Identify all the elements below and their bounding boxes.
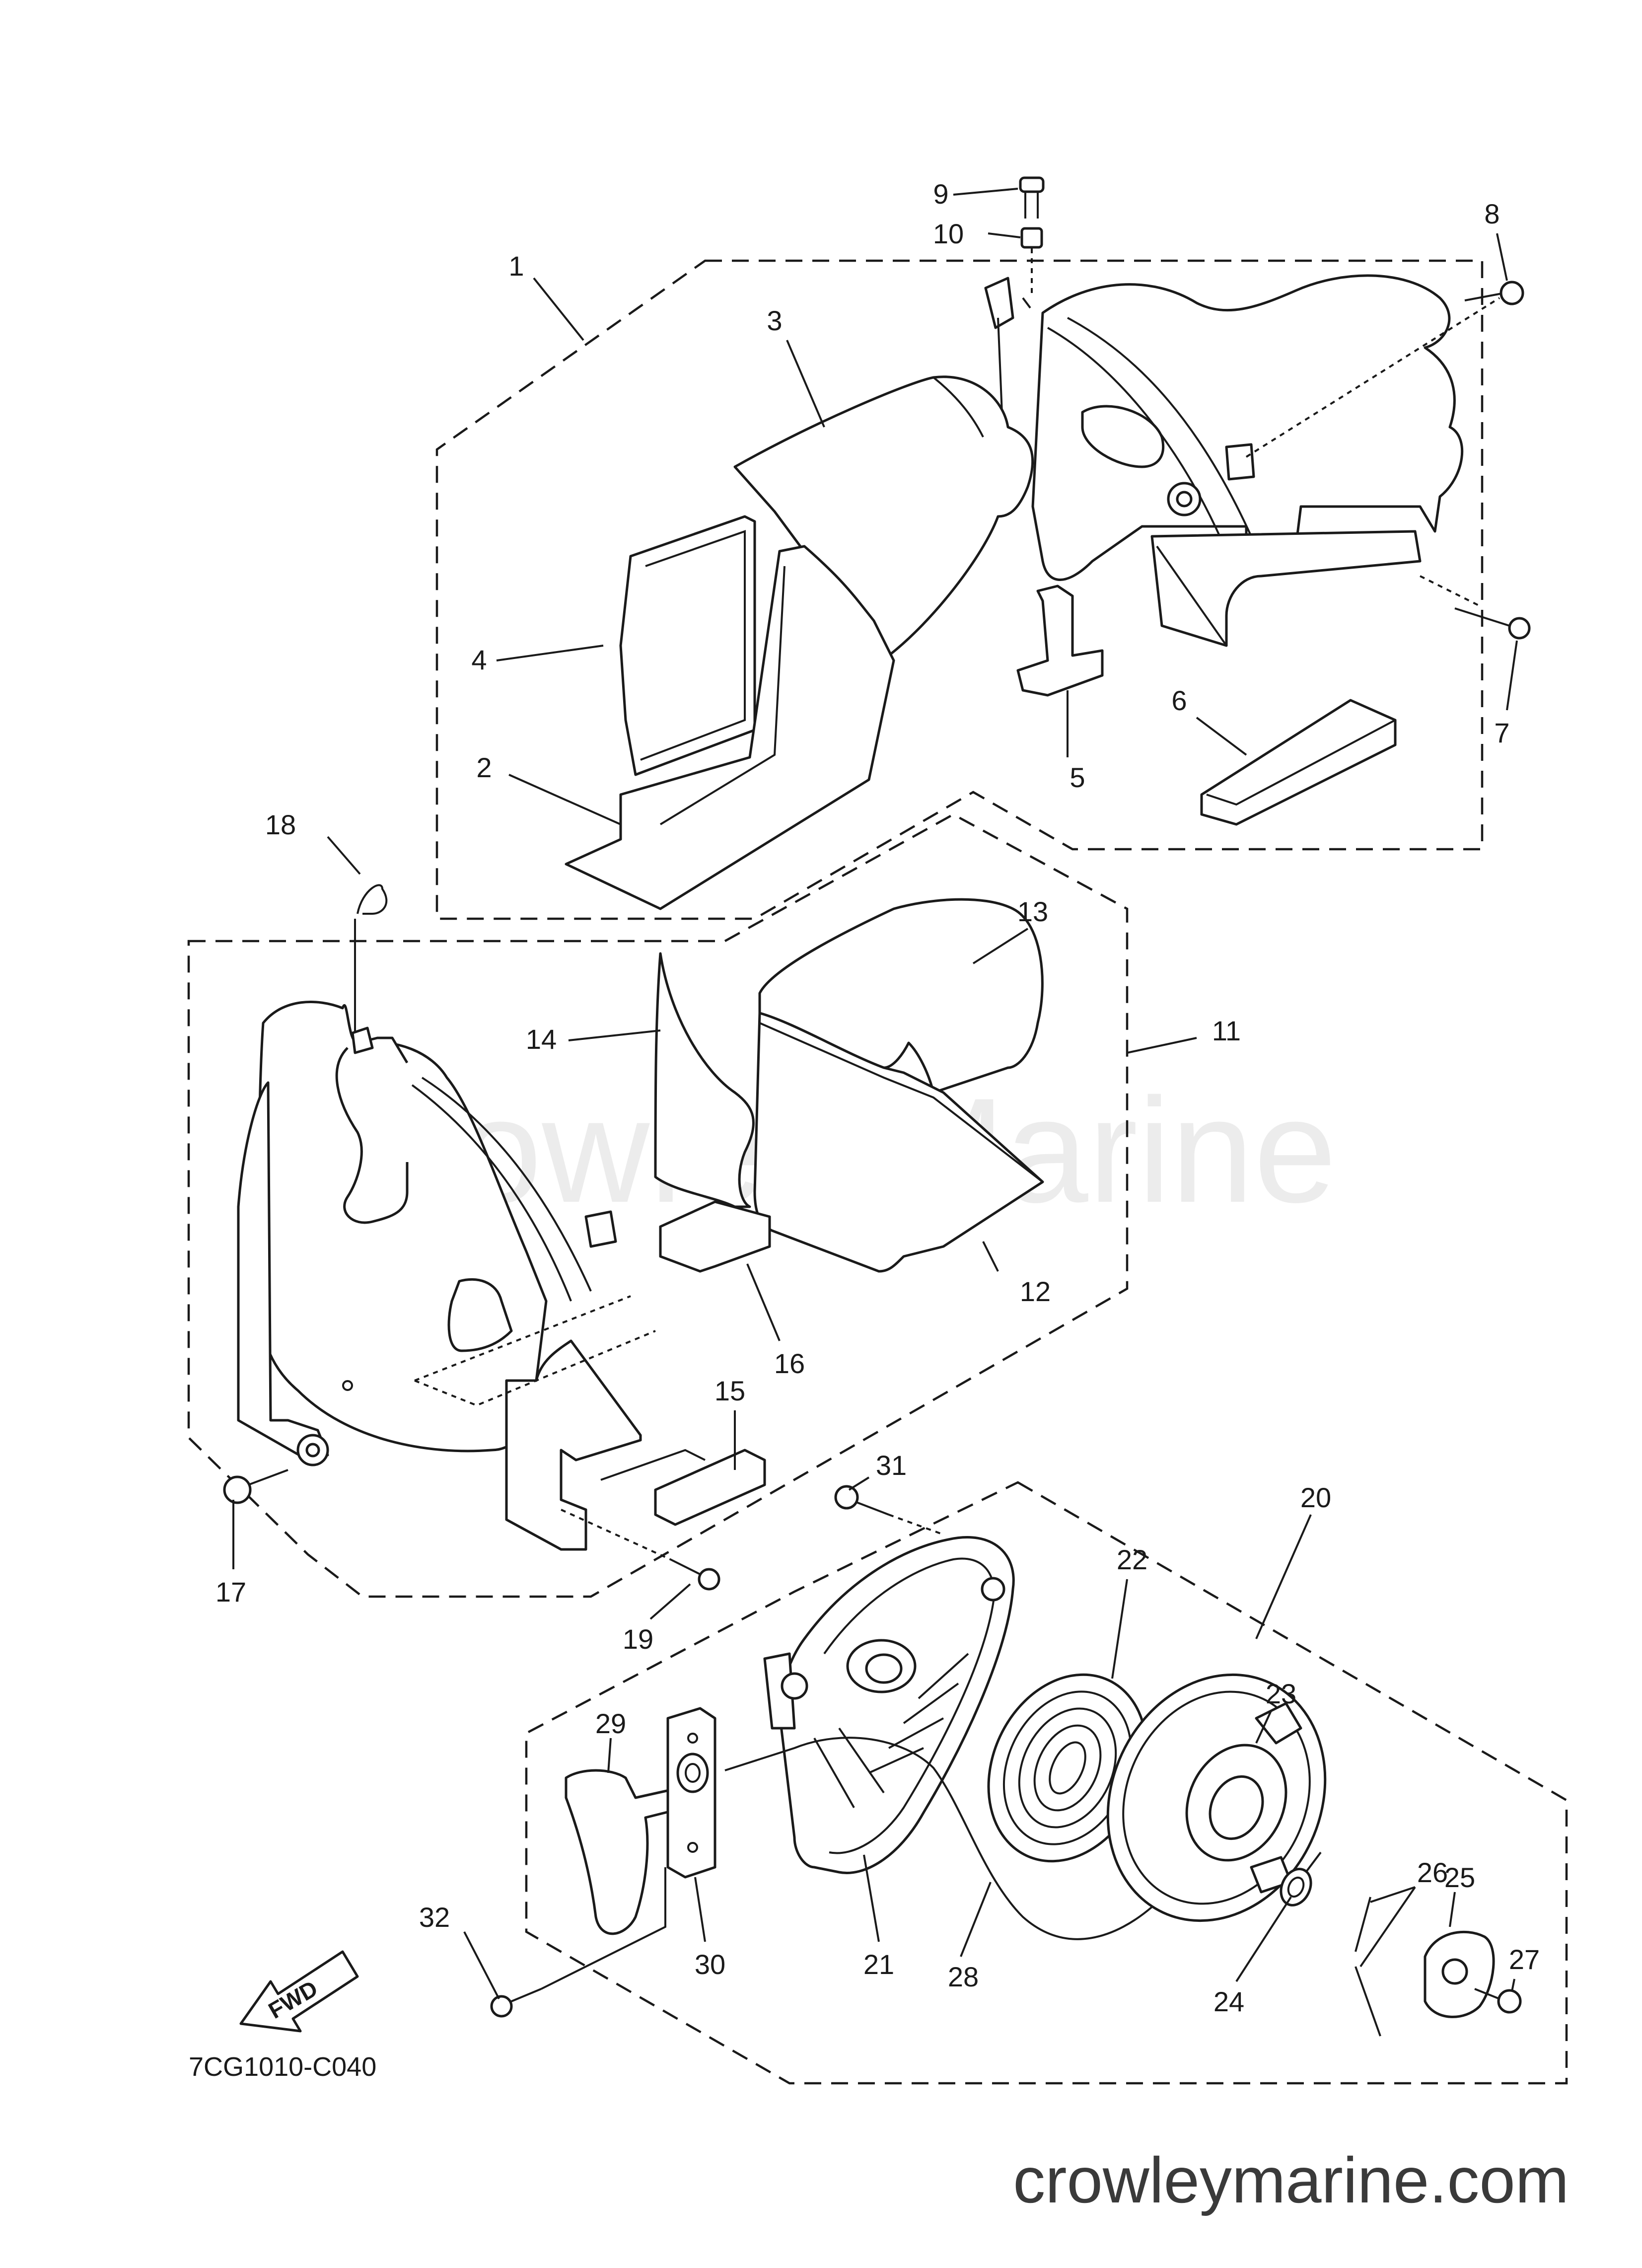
- callout-1: 1: [508, 250, 524, 282]
- part-7-dotted-line: [1420, 575, 1480, 607]
- part-19-line: [561, 1509, 671, 1560]
- callout-13: 13: [1017, 896, 1048, 927]
- callout-21: 21: [863, 1949, 894, 1980]
- callout-18: 18: [265, 809, 296, 840]
- part-4-edge: [640, 530, 746, 761]
- callout-7: 7: [1494, 717, 1509, 748]
- callout-24: 24: [1214, 1986, 1244, 2017]
- leader-lines: [232, 188, 1518, 1999]
- callout-22: 22: [1117, 1544, 1147, 1575]
- part-18-clip: [357, 884, 388, 915]
- callout-5: 5: [1070, 762, 1085, 793]
- part-28-rope: [724, 1737, 1153, 1940]
- part-15-block: [654, 1449, 766, 1526]
- part-1-cover: [984, 274, 1464, 647]
- part-19-screw: [670, 1558, 720, 1591]
- callout-16: 16: [774, 1348, 805, 1379]
- part-4-shield: [619, 515, 756, 776]
- site-url: crowleymarine.com: [1013, 2144, 1569, 2216]
- part-8-dotted-line: [1245, 297, 1500, 458]
- part-24-spring: [1280, 1851, 1322, 1906]
- callout-10: 10: [933, 218, 964, 249]
- callout-4: 4: [471, 644, 487, 675]
- callout-8: 8: [1484, 198, 1499, 229]
- callout-25: 25: [1444, 1862, 1475, 1893]
- callout-15: 15: [714, 1375, 745, 1406]
- callout-26: 26: [1417, 1857, 1448, 1888]
- callout-17: 17: [215, 1576, 246, 1608]
- part-2-edge: [659, 566, 785, 825]
- part-26-pin-a: [1355, 1897, 1371, 1952]
- part-17-bolt: [223, 1469, 288, 1504]
- part-21-housing: [763, 1536, 1015, 1874]
- part-6-edge: [1206, 719, 1396, 806]
- part-10-collar: [1020, 227, 1043, 249]
- callout-6: 6: [1171, 685, 1187, 716]
- part-14-panel: [654, 952, 755, 1208]
- callout-20: 20: [1300, 1482, 1331, 1513]
- part-25-pawl: [1424, 1930, 1495, 2018]
- callout-9: 9: [933, 178, 948, 210]
- assembly-outline-upper: [435, 259, 1484, 920]
- part-5-block: [1016, 585, 1104, 697]
- part-3-fold: [932, 376, 984, 438]
- callout-3: 3: [767, 305, 782, 336]
- part-6-pad: [1200, 699, 1397, 826]
- callout-28: 28: [948, 1961, 979, 1992]
- assembly-outline-starter: [525, 1481, 1568, 2085]
- part-3-panel: [733, 375, 1034, 657]
- callout-30: 30: [695, 1949, 725, 1980]
- callout-31: 31: [876, 1450, 907, 1481]
- part-7-screw: [1454, 607, 1531, 640]
- part-2-plate: [565, 545, 895, 910]
- fwd-arrow-icon: FWD: [239, 1950, 359, 2033]
- callouts: 1 2 3 4 5 6 7 8 9 10 11 12 13 14 15 16 1…: [215, 178, 1540, 2017]
- part-16-block: [659, 1200, 771, 1273]
- callout-14: 14: [526, 1024, 557, 1055]
- callout-2: 2: [476, 752, 492, 783]
- part-23-pulley: [1106, 1673, 1327, 1922]
- callout-29: 29: [595, 1708, 626, 1739]
- part-12-edge: [759, 1022, 1044, 1183]
- part-32-line: [541, 1867, 666, 1990]
- part-27-screw: [1474, 1988, 1522, 2014]
- callout-32: 32: [419, 1902, 450, 1933]
- part-32-screw: [490, 1988, 542, 2018]
- part-31-bolt: [834, 1485, 889, 1516]
- callout-27: 27: [1509, 1944, 1540, 1975]
- callout-12: 12: [1020, 1276, 1051, 1307]
- diagram-code: 7CG1010-C040: [189, 2052, 376, 2082]
- part-11-cover: [237, 1001, 656, 1551]
- callout-11: 11: [1212, 1015, 1241, 1046]
- part-26-pin-b: [1355, 1966, 1381, 2037]
- part-8-bolt: [1464, 281, 1524, 305]
- callout-23: 23: [1266, 1678, 1296, 1709]
- part-15-ghost: [600, 1449, 706, 1481]
- part-9-screw: [1019, 176, 1045, 219]
- part-29-handle: [565, 1769, 687, 1935]
- part-30-guide: [666, 1707, 716, 1879]
- callout-19: 19: [623, 1623, 653, 1655]
